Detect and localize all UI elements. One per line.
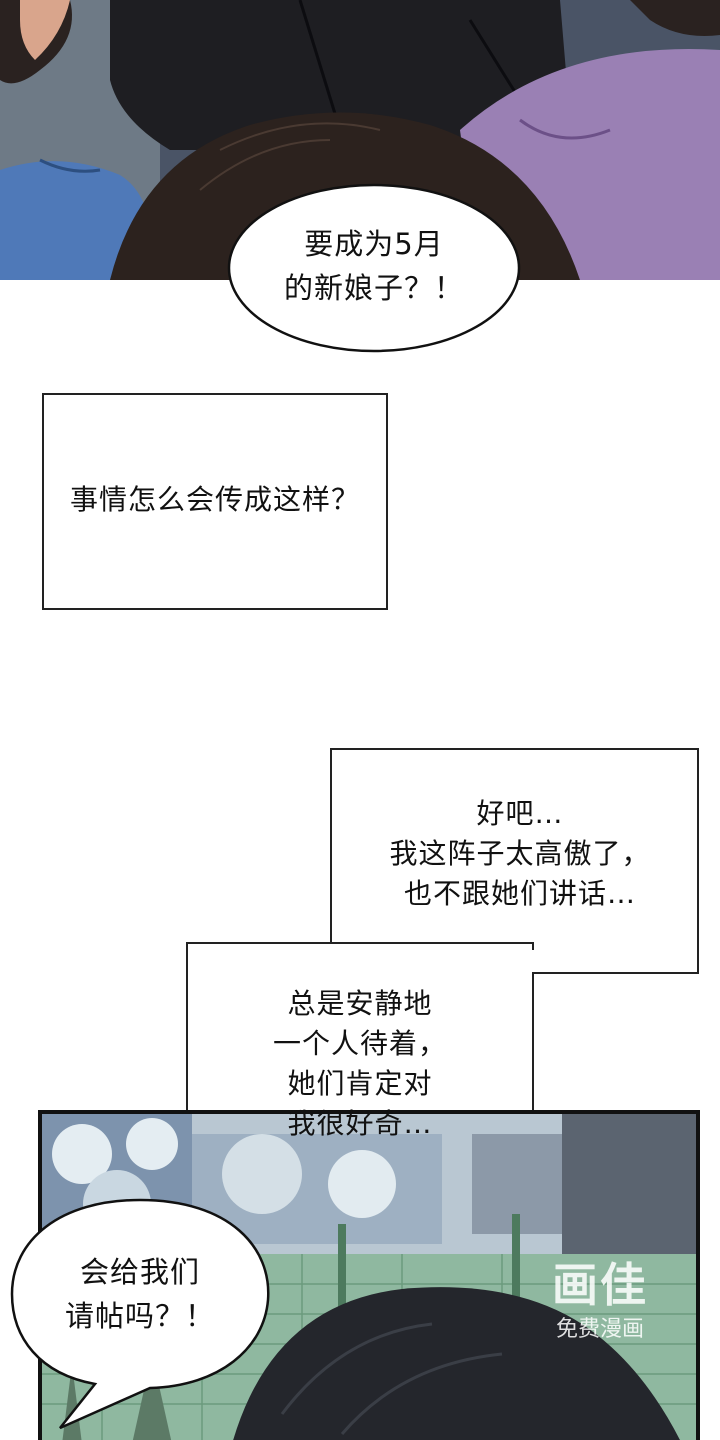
speech-bubble-bottom <box>10 1198 270 1430</box>
narration-line: 总是安静地 <box>287 987 433 1020</box>
watermark-caption: 免费漫画 <box>555 1317 644 1342</box>
narration-box-1-text: 事情怎么会传成这样？ <box>69 483 360 516</box>
speech-bubble-bottom-text: 会给我们 请帖吗？！ <box>40 1250 240 1338</box>
speech-line: 要成为5月 <box>304 227 444 261</box>
speech-line: 会给我们 <box>79 1255 200 1289</box>
narration-line: 一个人待着， <box>272 1027 447 1060</box>
watermark-logo: 画佳 <box>552 1258 648 1312</box>
narration-box-2 <box>330 748 699 974</box>
speech-bubble-top-text: 要成为5月 的新娘子？！ <box>246 222 502 310</box>
speech-line: 的新娘子？！ <box>283 271 464 305</box>
speech-bubble-top <box>227 183 521 353</box>
narration-line: 也不跟她们讲话… <box>403 877 636 910</box>
overlap-mask <box>532 950 697 972</box>
top-comic-panel <box>0 0 720 280</box>
narration-line: 我这阵子太高傲了， <box>389 837 651 870</box>
narration-line: 她们肯定对 <box>287 1067 433 1100</box>
narration-line: 我很好奇… <box>287 1107 433 1140</box>
overlap-mask <box>188 944 532 972</box>
narration-box-1 <box>42 393 388 610</box>
narration-box-3-text: 总是安静地 一个人待着， 她们肯定对 我很好奇… <box>206 984 514 1144</box>
narration-line: 好吧… <box>476 797 564 830</box>
crowd-illustration <box>0 0 720 280</box>
narration-box-2-text: 好吧… 我这阵子太高傲了， 也不跟她们讲话… <box>360 794 680 914</box>
speech-line: 请帖吗？！ <box>64 1299 215 1333</box>
watermark: 画佳 免费漫画 <box>535 1255 665 1345</box>
